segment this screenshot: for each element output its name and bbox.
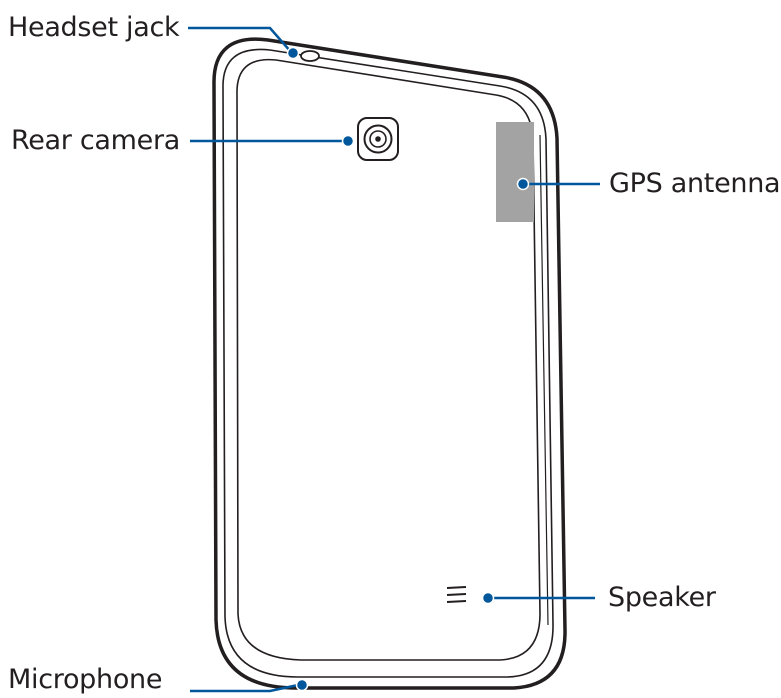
label-rear-camera: Rear camera xyxy=(11,125,181,156)
callout-dot-gps-antenna xyxy=(516,177,530,191)
device-outer-shell xyxy=(212,37,567,690)
back-cover-edge xyxy=(236,58,541,661)
label-headset-jack: Headset jack xyxy=(8,12,180,43)
callout-dot-speaker xyxy=(481,591,495,605)
callout-line-microphone xyxy=(190,683,299,693)
gps-antenna-area xyxy=(496,122,534,222)
headset-jack-icon xyxy=(300,50,320,62)
label-speaker: Speaker xyxy=(608,582,716,613)
callout-dot-rear-camera xyxy=(341,134,355,148)
device-bezel xyxy=(222,48,554,678)
speaker-grille-icon xyxy=(446,586,467,603)
device-side-line xyxy=(539,134,549,626)
callout-line-headset-jack xyxy=(188,26,292,53)
label-gps-antenna: GPS antenna xyxy=(609,168,781,199)
rear-camera-icon xyxy=(357,117,399,161)
callout-dot-headset-jack xyxy=(286,46,300,60)
label-microphone: Microphone xyxy=(8,664,163,695)
callout-dot-microphone xyxy=(295,678,309,692)
